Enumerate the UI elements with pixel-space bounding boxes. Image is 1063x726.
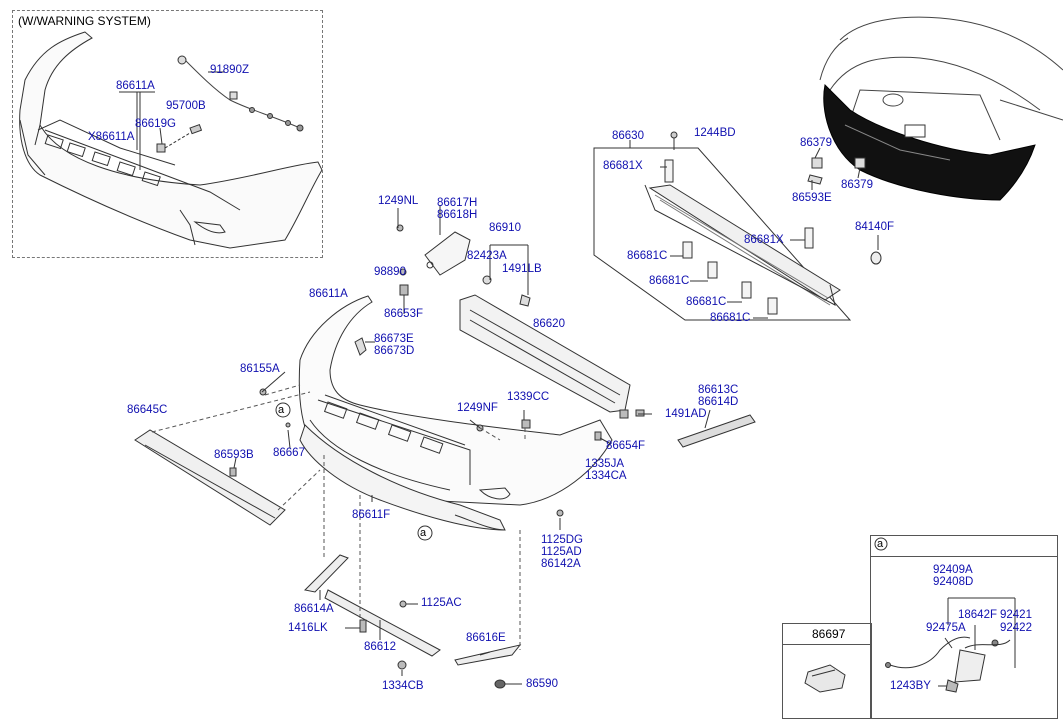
part-label-86681C-4[interactable]: 86681C xyxy=(710,312,751,324)
inset-title: (W/WARNING SYSTEM) xyxy=(18,14,151,28)
part-label-92475A[interactable]: 92475A xyxy=(926,622,966,634)
part-label-86681X-1[interactable]: 86681X xyxy=(603,160,643,172)
part-label-1339CC[interactable]: 1339CC xyxy=(507,391,550,403)
car-rear-drawing xyxy=(819,16,1063,201)
detail-box-a-drawing xyxy=(804,537,1016,693)
part-label-1334CB[interactable]: 1334CB xyxy=(382,680,424,692)
part-label-86379-1[interactable]: 86379 xyxy=(800,137,832,149)
detail-box-86697-header xyxy=(782,623,872,645)
main-bumper-drawing xyxy=(119,91,879,689)
part-label-92422[interactable]: 92422 xyxy=(1000,622,1032,634)
part-label-86618H[interactable]: 86618H xyxy=(437,209,478,221)
part-label-1243BY[interactable]: 1243BY xyxy=(890,680,931,692)
part-label-1249NL[interactable]: 1249NL xyxy=(378,195,419,207)
inset-bumper-drawing xyxy=(19,31,323,249)
part-label-1125AC[interactable]: 1125AC xyxy=(421,597,462,609)
part-label-86681C-3[interactable]: 86681C xyxy=(686,296,727,308)
part-label-86611F[interactable]: 86611F xyxy=(352,509,391,521)
detail-box-a-marker: a xyxy=(877,538,884,550)
part-label-86616E[interactable]: 86616E xyxy=(466,632,506,644)
part-label-86611A[interactable]: 86611A xyxy=(309,288,348,300)
part-label-82423A[interactable]: 82423A xyxy=(467,250,507,262)
part-label-86681C-1[interactable]: 86681C xyxy=(627,250,668,262)
part-label-X86611A[interactable]: X86611A xyxy=(88,131,135,143)
part-label-86614A[interactable]: 86614A xyxy=(294,603,334,615)
part-label-86379-2[interactable]: 86379 xyxy=(841,179,873,191)
part-label-98890[interactable]: 98890 xyxy=(374,266,406,278)
part-label-86620[interactable]: 86620 xyxy=(533,318,565,330)
part-label-86614D[interactable]: 86614D xyxy=(698,396,739,408)
callout-marker-a-1: a xyxy=(278,404,285,416)
part-label-1334CA[interactable]: 1334CA xyxy=(585,470,627,482)
part-label-1125DG[interactable]: 1125DG xyxy=(541,534,583,546)
part-label-86155A[interactable]: 86155A xyxy=(240,363,280,375)
part-label-1244BD[interactable]: 1244BD xyxy=(694,127,736,139)
part-label-1491AD[interactable]: 1491AD xyxy=(665,408,707,420)
callout-marker-a-2: a xyxy=(420,527,427,539)
part-label-92409A[interactable]: 92409A xyxy=(933,564,973,576)
part-label-86667[interactable]: 86667 xyxy=(273,447,305,459)
part-label-86590[interactable]: 86590 xyxy=(526,678,558,690)
part-label-1335JA[interactable]: 1335JA xyxy=(585,458,625,470)
detail-box-86697-label: 86697 xyxy=(812,627,846,641)
part-label-86673D[interactable]: 86673D xyxy=(374,345,415,357)
part-label-18642F[interactable]: 18642F xyxy=(958,609,998,621)
part-label-86617H[interactable]: 86617H xyxy=(437,197,478,209)
beam-assembly-drawing xyxy=(593,131,882,321)
part-label-84140F[interactable]: 84140F xyxy=(855,221,895,233)
part-label-1125AD[interactable]: 1125AD xyxy=(541,546,582,558)
part-label-95700B[interactable]: 95700B xyxy=(166,100,206,112)
part-label-86630[interactable]: 86630 xyxy=(612,130,644,142)
detail-box-a-header xyxy=(870,535,1058,557)
part-label-91890Z[interactable]: 91890Z xyxy=(210,64,250,76)
part-label-86681X-2[interactable]: 86681X xyxy=(744,234,784,246)
part-label-86613C[interactable]: 86613C xyxy=(698,384,739,396)
part-label-86645C[interactable]: 86645C xyxy=(127,404,168,416)
warning-system-inset-box xyxy=(12,10,323,258)
part-label-92408D[interactable]: 92408D xyxy=(933,576,974,588)
part-label-86910[interactable]: 86910 xyxy=(489,222,521,234)
part-label-86593E[interactable]: 86593E xyxy=(792,192,832,204)
part-label-1491LB[interactable]: 1491LB xyxy=(502,263,542,275)
part-label-86653F[interactable]: 86653F xyxy=(384,308,424,320)
part-label-86619G[interactable]: 86619G xyxy=(135,118,176,130)
part-label-86612[interactable]: 86612 xyxy=(364,641,396,653)
part-label-86611A-inset[interactable]: 86611A xyxy=(116,80,155,92)
part-label-86142A[interactable]: 86142A xyxy=(541,558,581,570)
part-label-86654F[interactable]: 86654F xyxy=(606,440,646,452)
part-label-92421[interactable]: 92421 xyxy=(1000,609,1032,621)
part-label-86593B[interactable]: 86593B xyxy=(214,449,254,461)
part-label-1249NF[interactable]: 1249NF xyxy=(457,402,498,414)
part-label-86681C-2[interactable]: 86681C xyxy=(649,275,690,287)
part-label-86673E[interactable]: 86673E xyxy=(374,333,414,345)
part-label-1416LK[interactable]: 1416LK xyxy=(288,622,328,634)
